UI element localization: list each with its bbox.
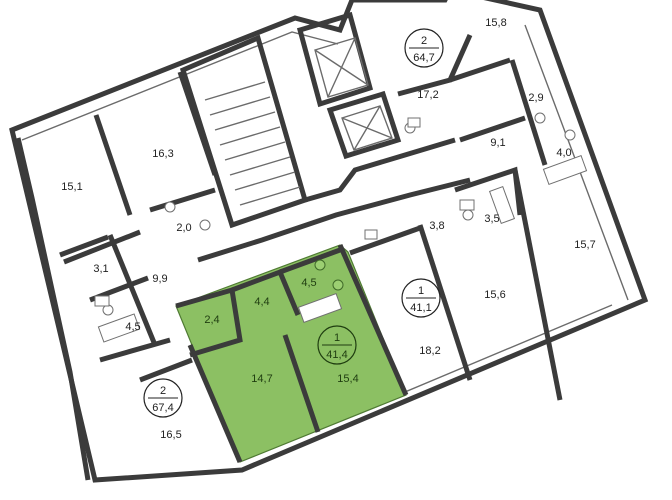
apartment-area: 41,4	[326, 349, 347, 361]
sink-icon	[364, 229, 378, 240]
room-area-label: 4,5	[301, 277, 316, 289]
bathtub-icon	[488, 185, 516, 225]
apartment-badge-selected[interactable]: 1 41,4	[317, 325, 357, 365]
room-area-label: 15,8	[485, 17, 506, 29]
room-area-label: 16,5	[160, 429, 181, 441]
room-area-label: 2,4	[204, 314, 219, 326]
outer-wall	[9, 0, 649, 483]
apartment-rooms: 2	[160, 385, 166, 397]
room-area-label: 17,2	[417, 89, 438, 101]
sink-icon	[94, 295, 110, 307]
apartment-rooms: 1	[334, 332, 340, 344]
apartment-rooms: 1	[418, 285, 424, 297]
toilet-icon	[314, 259, 326, 271]
room-area-label: 4,5	[125, 321, 140, 333]
room-area-label: 15,1	[61, 181, 82, 193]
apartment-badge[interactable]: 2 64,7	[404, 28, 444, 68]
fixtures	[94, 112, 588, 343]
toilet-icon	[462, 209, 474, 221]
toilet-icon	[199, 219, 211, 231]
apartment-area: 67,4	[152, 402, 173, 414]
bathtub-icon	[542, 155, 588, 185]
apartment-area: 64,7	[413, 52, 434, 64]
interior-walls	[15, 11, 563, 481]
sink-icon	[407, 117, 421, 128]
room-area-label: 15,6	[484, 289, 505, 301]
toilet-icon	[332, 279, 344, 291]
room-area-label: 16,3	[152, 148, 173, 160]
room-area-label: 9,9	[152, 273, 167, 285]
room-area-label: 18,2	[419, 345, 440, 357]
room-area-label: 2,9	[528, 92, 543, 104]
room-area-label: 15,4	[337, 373, 358, 385]
apartment-badge[interactable]: 1 41,1	[401, 278, 441, 318]
room-area-label: 14,7	[251, 373, 272, 385]
room-area-label: 4,4	[254, 296, 269, 308]
room-area-label: 3,8	[429, 220, 444, 232]
room-area-label: 4,0	[556, 147, 571, 159]
apartment-rooms: 2	[421, 35, 427, 47]
room-area-label: 15,7	[574, 239, 595, 251]
toilet-icon	[534, 112, 546, 124]
toilet-icon	[564, 129, 576, 141]
apartment-badge[interactable]: 2 67,4	[143, 378, 183, 418]
toilet-icon	[164, 201, 176, 213]
bathtub-icon	[297, 293, 343, 323]
room-area-label: 3,5	[484, 213, 499, 225]
room-area-label: 9,1	[490, 137, 505, 149]
room-area-label: 3,1	[93, 263, 108, 275]
sink-icon	[459, 199, 475, 211]
bathtub-icon	[97, 313, 141, 343]
room-labels: 15,8 17,2 2,9 9,1 4,0 16,3 15,1 2,0 3,8 …	[61, 17, 595, 441]
apartment-area: 41,1	[410, 302, 431, 314]
room-area-label: 2,0	[176, 222, 191, 234]
